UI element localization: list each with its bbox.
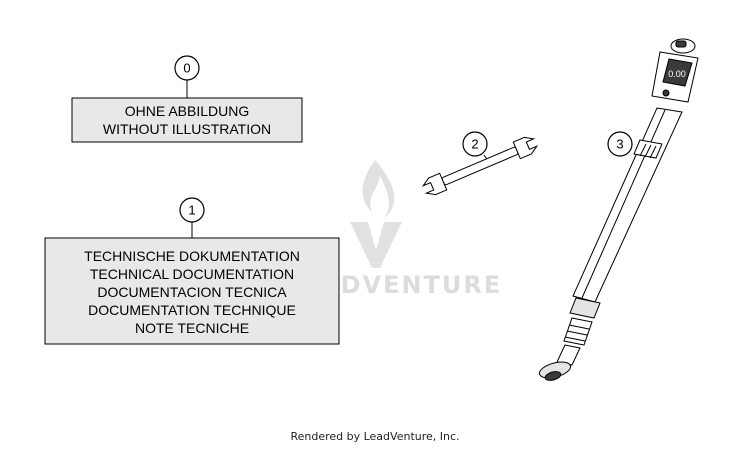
footer-credit: Rendered by LeadVenture, Inc.	[290, 430, 460, 443]
callout-number: 2	[471, 137, 478, 152]
callout-2[interactable]: 2	[462, 131, 491, 164]
tool-grip	[633, 139, 663, 159]
note-line: TECHNISCHE DOKUMENTATION	[84, 248, 300, 264]
note-box-technical-documentation: TECHNISCHE DOKUMENTATION TECHNICAL DOCUM…	[44, 237, 340, 345]
watermark-text: ADVENTURE	[320, 271, 502, 299]
wrench-left-jaw	[421, 172, 448, 196]
callout-circle	[607, 131, 633, 157]
tool-foot-tip	[544, 371, 562, 381]
watermark: ADVENTURE	[320, 160, 502, 299]
callout-number: 3	[616, 137, 623, 152]
callout-circle	[174, 55, 200, 81]
note-line: OHNE ABBILDUNG	[125, 103, 249, 119]
display-value: 0.00	[668, 69, 686, 79]
callout-circle	[179, 197, 205, 223]
tool-head: 0.00	[651, 38, 699, 103]
shaft-edge-line	[581, 109, 666, 299]
tool-thread	[563, 317, 593, 346]
note-box-without-illustration: OHNE ABBILDUNG WITHOUT ILLUSTRATION	[71, 97, 303, 143]
callout-1[interactable]: 1	[179, 197, 205, 238]
note-box	[71, 97, 303, 143]
watermark-v-logo-icon	[350, 222, 402, 268]
tool-collar	[569, 297, 601, 319]
callout-0[interactable]: 0	[174, 55, 200, 98]
digital-gauge-tool-part[interactable]: 0.00	[538, 38, 699, 382]
wrench-right-jaw	[512, 136, 539, 160]
display-screen	[662, 58, 693, 87]
note-box	[44, 237, 340, 345]
callout-circle	[462, 131, 488, 157]
wrench-part[interactable]	[421, 134, 539, 197]
note-line: DOCUMENTATION TECHNIQUE	[88, 302, 296, 318]
callout-3[interactable]: 3	[607, 131, 633, 157]
note-line: DOCUMENTACION TECNICA	[97, 284, 287, 300]
tool-top-button	[675, 40, 687, 48]
callout-number: 1	[188, 203, 195, 218]
tool-side-button	[662, 89, 670, 97]
note-line: NOTE TECNICHE	[135, 320, 249, 336]
callout-number: 0	[183, 61, 190, 76]
note-line: WITHOUT ILLUSTRATION	[103, 121, 271, 137]
watermark-flame-icon	[362, 160, 395, 218]
note-line: TECHNICAL DOCUMENTATION	[90, 266, 294, 282]
tool-stem	[556, 344, 581, 366]
